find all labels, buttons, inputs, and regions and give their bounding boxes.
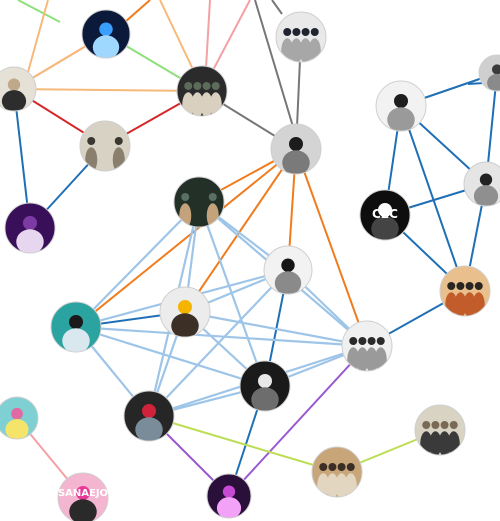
node-border <box>0 396 39 440</box>
orange-band-node[interactable] <box>439 265 491 317</box>
node-border <box>375 80 427 132</box>
node-thumbnail <box>177 66 227 116</box>
node-border <box>239 360 291 412</box>
node-border <box>270 123 322 175</box>
node-border <box>4 202 56 254</box>
denim-artist-node[interactable] <box>50 301 102 353</box>
label-layer: SANAEJO C2C <box>58 207 398 499</box>
edge-stub <box>205 0 211 69</box>
node-thumbnail <box>276 12 326 62</box>
node-border <box>359 189 411 241</box>
node-border <box>463 161 500 207</box>
edge-n14-n18 <box>148 415 338 473</box>
night-city-artist-node[interactable] <box>81 9 131 59</box>
node-thumbnail <box>240 361 290 411</box>
node-thumbnail <box>160 287 210 337</box>
node-border <box>173 176 225 228</box>
node-thumbnail <box>479 55 500 91</box>
node-border <box>0 66 37 112</box>
node-thumbnail <box>342 321 392 371</box>
edge-n10-n12 <box>74 325 369 348</box>
node-border <box>311 446 363 498</box>
edge-stub <box>159 0 199 81</box>
duo-sepia-artist-node[interactable] <box>79 120 131 172</box>
node-thumbnail <box>0 397 38 439</box>
edge-n7-n12 <box>295 148 368 347</box>
sunglasses-artist-node[interactable] <box>0 66 37 112</box>
group-sitting-node[interactable] <box>341 320 393 372</box>
edge-stub <box>27 0 49 73</box>
node-thumbnail <box>0 67 36 111</box>
node-border <box>341 320 393 372</box>
node-border <box>81 9 131 59</box>
node-border <box>275 11 327 63</box>
logo-emblem-node[interactable] <box>359 189 411 241</box>
suit-artist-node[interactable] <box>375 80 427 132</box>
edge-n7-n11 <box>184 148 297 313</box>
trumpet-artist-node[interactable] <box>263 245 313 295</box>
spiral-album-node[interactable] <box>239 360 291 412</box>
trio-portrait-artist-node[interactable] <box>176 65 228 117</box>
node-thumbnail <box>207 474 251 518</box>
edge-n4-n2 <box>13 88 203 92</box>
edge-n7-n10 <box>75 148 297 328</box>
node-border <box>79 120 131 172</box>
node-thumbnail <box>80 121 130 171</box>
node-border <box>176 65 228 117</box>
wall-band-node[interactable] <box>414 404 466 456</box>
node-layer <box>0 9 500 521</box>
node-border <box>159 286 211 338</box>
desert-band-node[interactable] <box>311 446 363 498</box>
node-thumbnail <box>124 391 174 441</box>
purple-cover-node[interactable] <box>4 202 56 254</box>
node-border <box>439 265 491 317</box>
node-border <box>123 390 175 442</box>
edge-stub <box>124 0 151 23</box>
node-thumbnail <box>82 10 130 58</box>
offscreen-edge-stubs <box>17 0 500 131</box>
logo-emblem-label: C2C <box>372 207 398 221</box>
edge-n11-n12 <box>183 310 369 348</box>
teal-cover-node[interactable] <box>0 396 39 440</box>
node-thumbnail <box>440 266 490 316</box>
node-border <box>50 301 102 353</box>
node-border <box>478 54 500 92</box>
sanaejo-cover-node[interactable] <box>57 472 109 521</box>
node-thumbnail <box>51 302 101 352</box>
top-right-node[interactable] <box>478 54 500 92</box>
node-thumbnail <box>360 190 410 240</box>
node-thumbnail <box>376 81 426 131</box>
node-thumbnail <box>264 246 312 294</box>
edge-n8-n10 <box>74 200 201 329</box>
central-artist-node[interactable] <box>270 123 322 175</box>
node-border <box>206 473 252 519</box>
purple-stage-node[interactable] <box>206 473 252 519</box>
edge-stub <box>17 0 61 23</box>
band-group-photo-node[interactable] <box>275 11 327 63</box>
node-thumbnail <box>271 124 321 174</box>
node-border <box>57 472 109 521</box>
red-hat-artist-node[interactable] <box>123 390 175 442</box>
node-border <box>414 404 466 456</box>
sanaejo-label: SANAEJO <box>58 488 108 499</box>
side-artist-node[interactable] <box>463 161 500 207</box>
node-border <box>263 245 313 295</box>
edge-n20-n23 <box>400 105 466 292</box>
edge-n12-n17 <box>228 345 368 497</box>
yellow-jacket-artist-node[interactable] <box>159 286 211 338</box>
edge-stub <box>211 0 251 73</box>
node-thumbnail <box>5 203 55 253</box>
node-thumbnail <box>58 473 108 521</box>
edge-stub <box>271 0 283 15</box>
edge-stub <box>254 0 295 131</box>
